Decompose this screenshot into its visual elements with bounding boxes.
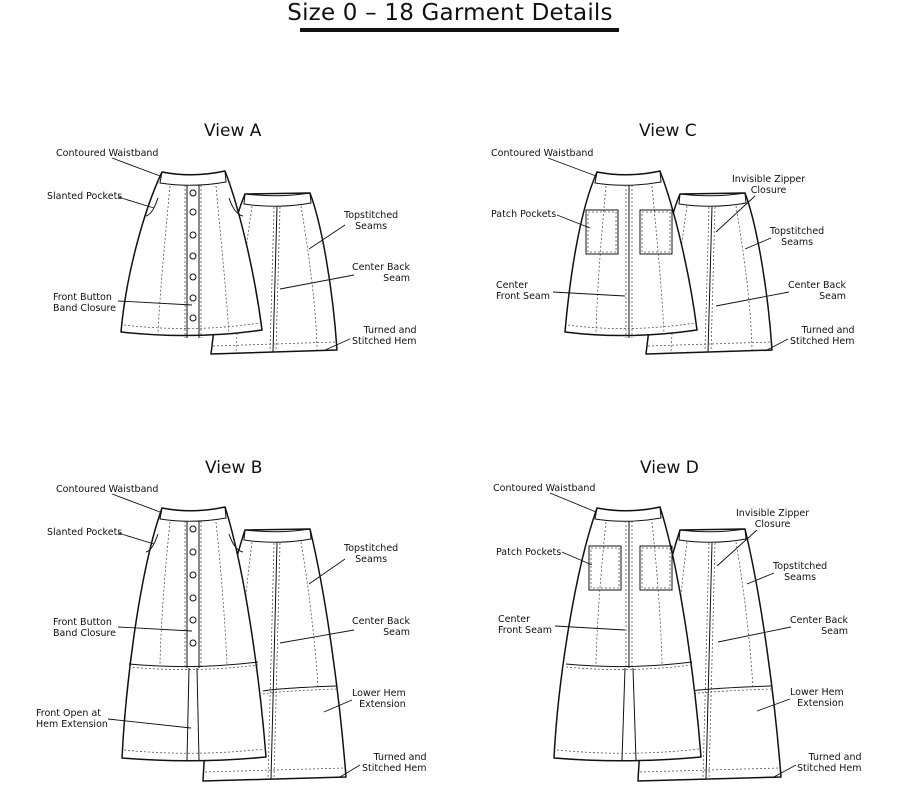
view-c-front-skirt [564,170,698,338]
view-c-title: View C [639,121,697,141]
view-c-leader-lines [547,157,790,352]
view-b-callout-front-open: Front Open at Hem Extension [36,708,108,730]
view-b-leader-lines [107,493,361,778]
view-c-callout-center-front: Center Front Seam [496,280,550,302]
view-b-callout-waistband: Contoured Waistband [56,484,159,495]
view-d-front-skirt [553,506,702,762]
view-d-callout-topstitched: Topstitched Seams [773,561,828,583]
view-b-callout-button-band: Front Button Band Closure [53,617,117,639]
view-a-callout-waistband: Contoured Waistband [56,148,159,159]
view-d-callout-center-back: Center Back Seam [790,615,849,637]
view-d-callout-zipper: Invisible Zipper Closure [736,508,810,530]
view-a-callout-center-back: Center Back Seam [352,262,411,284]
view-b-title: View B [205,458,263,478]
view-b-callout-hem: Turned and Stitched Hem [362,752,427,774]
view-a-callout-button-band: Front Button Band Closure [53,292,117,314]
view-d-callout-hem: Turned and Stitched Hem [797,752,862,774]
view-b-front-skirt [121,506,267,762]
view-c-callout-hem: Turned and Stitched Hem [790,325,855,347]
view-d-leader-lines [549,492,797,779]
view-b-callout-topstitched: Topstitched Seams [344,543,399,565]
view-d-title: View D [640,458,699,478]
view-d-callout-lower-hem: Lower Hem Extension [790,687,844,709]
view-c-callout-topstitched: Topstitched Seams [770,226,825,248]
view-c-callout-pockets: Patch Pockets [491,209,557,220]
view-c-callout-waistband: Contoured Waistband [491,148,594,159]
view-a-title: View A [204,121,262,141]
view-d-callout-waistband: Contoured Waistband [493,483,596,494]
view-d-callout-center-front: Center Front Seam [498,614,552,636]
view-a-leader-lines [111,157,355,351]
view-b-callout-pockets: Slanted Pockets [47,527,123,538]
view-a-callout-pockets: Slanted Pockets [47,191,123,202]
view-d-callout-pockets: Patch Pockets [496,547,562,558]
page-title: Size 0 – 18 Garment Details [287,0,613,26]
view-b-callout-center-back: Center Back Seam [352,616,411,638]
title-underline [300,28,619,32]
view-c-callout-center-back: Center Back Seam [788,280,847,302]
view-a-callout-topstitched: Topstitched Seams [344,210,399,232]
view-c-callout-zipper: Invisible Zipper Closure [732,174,806,196]
view-a-front-skirt [120,170,263,338]
view-a-callout-hem: Turned and Stitched Hem [352,325,417,347]
view-b-callout-lower-hem: Lower Hem Extension [352,688,406,710]
